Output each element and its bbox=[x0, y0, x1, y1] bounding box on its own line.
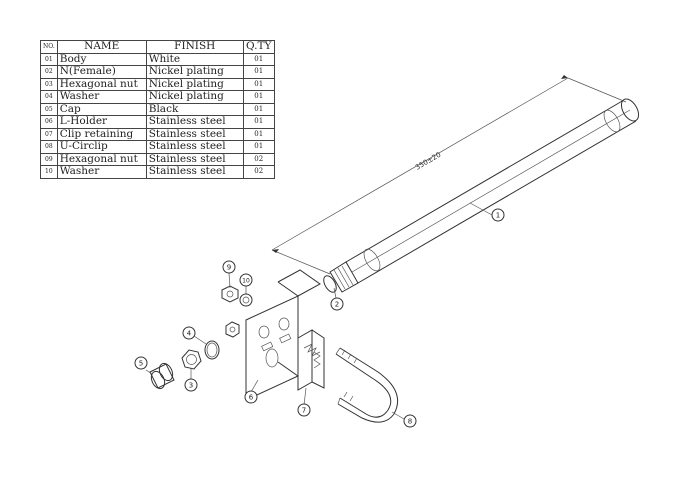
washer bbox=[204, 340, 220, 360]
row-qty: 02 bbox=[242, 165, 275, 179]
hexagonal-nut-small bbox=[221, 285, 239, 303]
row-qty: 01 bbox=[242, 65, 275, 79]
hexagonal-nut bbox=[181, 349, 202, 370]
callout-4: 4 bbox=[182, 326, 196, 340]
callout-8: 8 bbox=[403, 414, 417, 428]
callout-3: 3 bbox=[184, 378, 198, 392]
callout-3-label: 3 bbox=[189, 382, 193, 390]
callout-6-label: 6 bbox=[249, 394, 254, 402]
callout-7: 7 bbox=[297, 403, 311, 417]
callout-6: 6 bbox=[244, 390, 258, 404]
u-circlip bbox=[335, 347, 398, 423]
callout-leaders bbox=[145, 202, 493, 420]
hexagonal-nut-mid bbox=[225, 321, 240, 338]
callout-2: 2 bbox=[330, 297, 344, 311]
callout-10: 10 bbox=[239, 273, 253, 287]
dimension-line: 350±20 bbox=[271, 75, 627, 275]
cap bbox=[149, 362, 175, 390]
callout-10-label: 10 bbox=[242, 278, 250, 285]
callout-1: 1 bbox=[491, 208, 505, 222]
clip-retaining bbox=[297, 329, 325, 391]
dimension-label: 350±20 bbox=[414, 151, 442, 172]
l-holder bbox=[245, 269, 321, 401]
callout-8-label: 8 bbox=[408, 418, 412, 426]
callout-9: 9 bbox=[222, 260, 236, 274]
callout-4-label: 4 bbox=[187, 330, 192, 338]
antenna-body bbox=[345, 98, 640, 284]
row-name: Washer bbox=[56, 165, 147, 179]
callout-1-label: 1 bbox=[496, 212, 500, 220]
callout-7-label: 7 bbox=[302, 407, 306, 415]
callout-9-label: 9 bbox=[227, 264, 231, 272]
callout-5-label: 5 bbox=[139, 360, 143, 368]
row-no: 10 bbox=[40, 165, 58, 179]
callout-2-label: 2 bbox=[335, 301, 339, 309]
n-female-connector bbox=[323, 261, 359, 293]
callout-5: 5 bbox=[134, 356, 148, 370]
washer-small bbox=[239, 293, 253, 307]
